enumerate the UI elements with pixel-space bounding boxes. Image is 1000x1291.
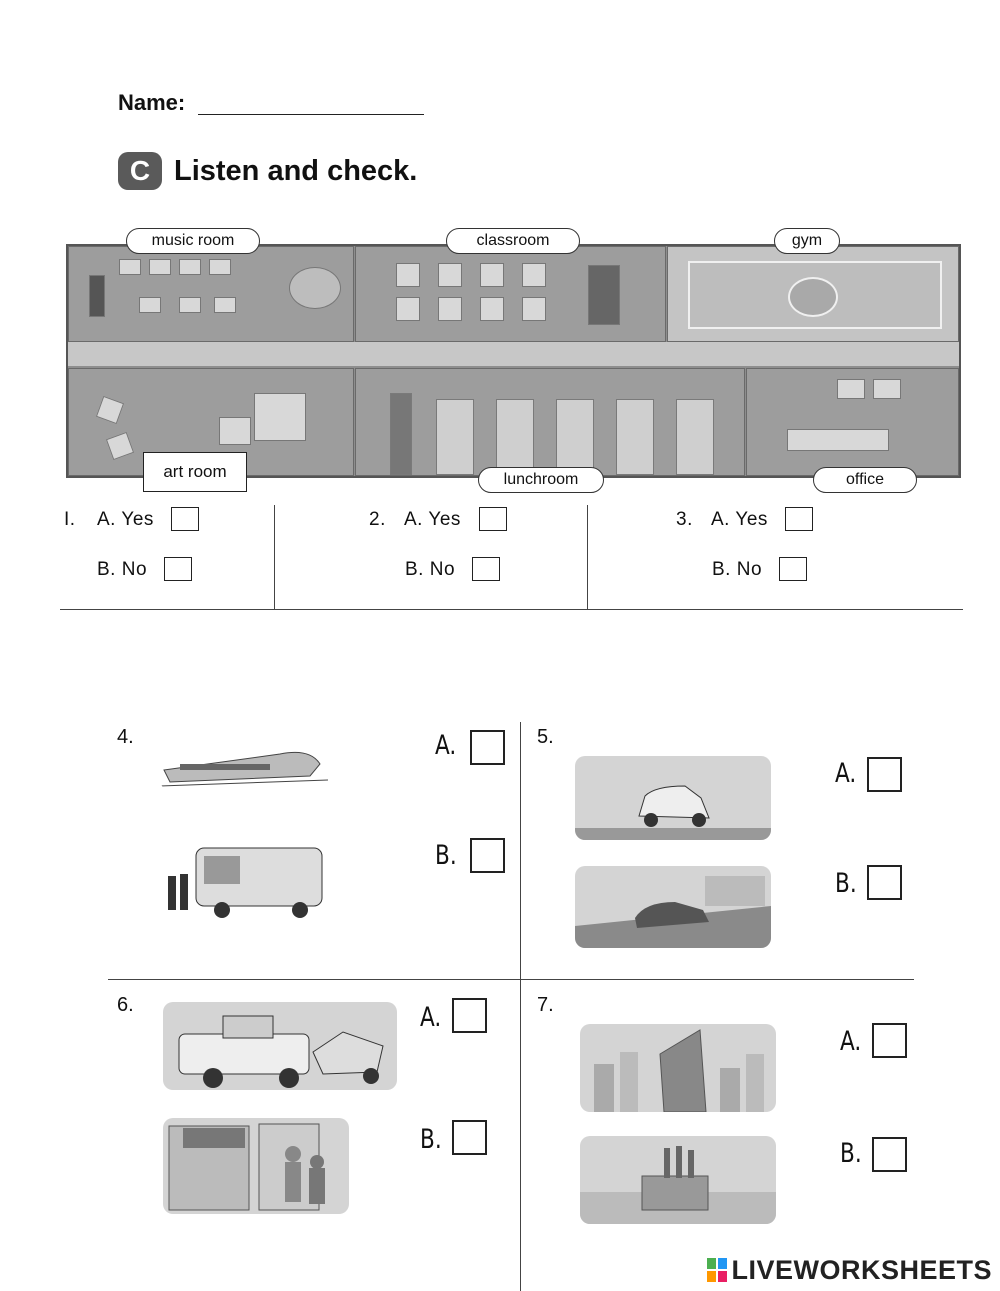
- label-lunchroom: lunchroom: [478, 467, 604, 493]
- gym-area: [667, 246, 959, 342]
- office-area: [746, 368, 959, 476]
- option-yes-label: A. Yes: [711, 509, 768, 530]
- question-number: I.: [64, 509, 76, 530]
- factory-picture: [580, 1136, 776, 1224]
- checkbox-q5-a[interactable]: [867, 757, 902, 792]
- label-office: office: [813, 467, 917, 493]
- music-room-area: [68, 246, 354, 342]
- option-b-label: B.: [835, 868, 857, 899]
- question-number: 7.: [537, 994, 554, 1016]
- divider: [274, 505, 275, 609]
- checkbox-q3-no[interactable]: [779, 557, 807, 581]
- label-classroom: classroom: [446, 228, 580, 254]
- question-number: 3.: [676, 509, 693, 530]
- name-label: Name:: [118, 90, 186, 115]
- hallway: [68, 342, 959, 366]
- checkbox-q2-yes[interactable]: [479, 507, 507, 531]
- divider: [108, 979, 914, 980]
- logo-text: LIVEWORKSHEETS: [731, 1255, 992, 1285]
- school-floorplan-illustration: music room classroom gym art room lunchr…: [66, 228, 961, 493]
- bakery-picture: [163, 1118, 349, 1214]
- divider: [520, 722, 521, 1291]
- option-yes-label: A. Yes: [97, 509, 154, 530]
- checkbox-q7-a[interactable]: [872, 1023, 907, 1058]
- divider: [587, 505, 588, 609]
- checkbox-q1-no[interactable]: [164, 557, 192, 581]
- checkbox-q3-yes[interactable]: [785, 507, 813, 531]
- option-b-label: B.: [840, 1138, 862, 1169]
- option-no-label: B. No: [712, 559, 763, 580]
- checkbox-q6-b[interactable]: [452, 1120, 487, 1155]
- label-music-room: music room: [126, 228, 260, 254]
- option-yes-label: A. Yes: [404, 509, 461, 530]
- liveworksheets-logo: LIVEWORKSHEETS: [707, 1255, 992, 1286]
- option-a-label: A.: [420, 1002, 442, 1033]
- section-badge: C: [118, 152, 162, 190]
- question-number: 5.: [537, 726, 554, 748]
- tow-truck-picture: [163, 1002, 397, 1090]
- option-a-label: A.: [435, 730, 457, 761]
- checkbox-q1-yes[interactable]: [171, 507, 199, 531]
- checkbox-q2-no[interactable]: [472, 557, 500, 581]
- city-building-picture: [580, 1024, 776, 1112]
- option-a-label: A.: [835, 758, 857, 789]
- taxi-picture: [575, 756, 771, 840]
- lunchroom-area: [355, 368, 745, 476]
- label-gym: gym: [774, 228, 840, 254]
- question-number: 2.: [369, 509, 386, 530]
- name-line[interactable]: [198, 114, 424, 115]
- option-no-label: B. No: [97, 559, 148, 580]
- classroom-area: [355, 246, 666, 342]
- checkbox-q7-b[interactable]: [872, 1137, 907, 1172]
- train-picture: [160, 730, 328, 790]
- divider: [60, 609, 963, 610]
- option-b-label: B.: [435, 840, 457, 871]
- option-a-label: A.: [840, 1026, 862, 1057]
- label-art-room: art room: [143, 452, 247, 492]
- checkbox-q4-a[interactable]: [470, 730, 505, 765]
- instruction-title: Listen and check.: [174, 155, 418, 187]
- option-b-label: B.: [420, 1124, 442, 1155]
- option-no-label: B. No: [405, 559, 456, 580]
- question-number: 6.: [117, 994, 134, 1016]
- question-number: 4.: [117, 726, 134, 748]
- checkbox-q5-b[interactable]: [867, 865, 902, 900]
- liveworksheets-logo-icon: [707, 1258, 728, 1282]
- checkbox-q6-a[interactable]: [452, 998, 487, 1033]
- bus-picture: [160, 840, 330, 920]
- car-picture: [575, 866, 771, 948]
- checkbox-q4-b[interactable]: [470, 838, 505, 873]
